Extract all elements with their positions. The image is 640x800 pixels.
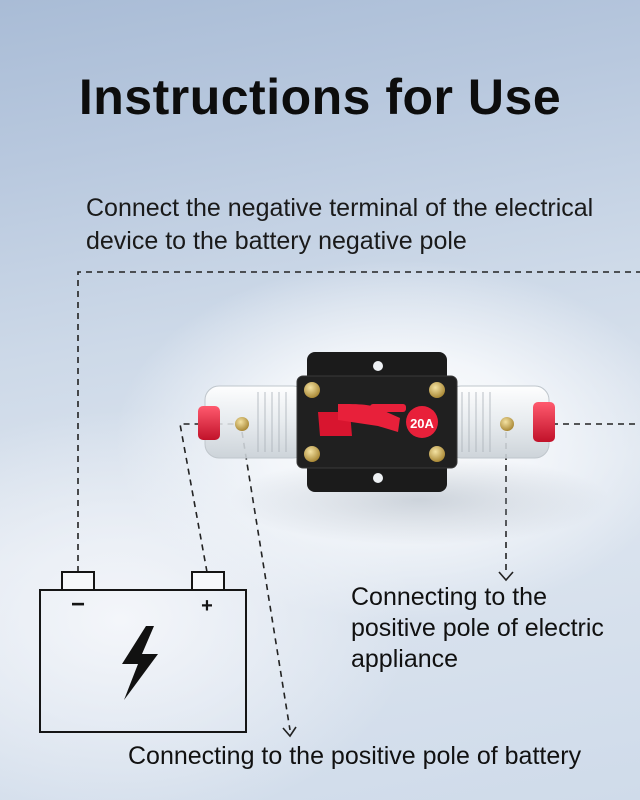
battery-arrow-head-icon <box>282 726 297 738</box>
circuit-breaker: 20A <box>198 352 555 492</box>
page-title: Instructions for Use <box>78 69 562 125</box>
battery-connection-note: Connecting to the positive pole of batte… <box>128 742 582 770</box>
appliance-arrow-head-icon <box>498 571 514 582</box>
battery-positive-symbol: + <box>201 595 213 617</box>
negative-connection-note: Connect the negative terminal of the ele… <box>86 194 594 255</box>
battery-icon <box>39 571 247 733</box>
reset-lever[interactable] <box>318 404 406 436</box>
negative-wire-path <box>77 271 640 572</box>
rating-label: 20A <box>410 416 434 431</box>
battery-negative-symbol: − <box>71 591 85 618</box>
appliance-connection-note: Connecting to the positive pole of elect… <box>351 583 604 673</box>
lightning-bolt-icon <box>122 626 158 700</box>
